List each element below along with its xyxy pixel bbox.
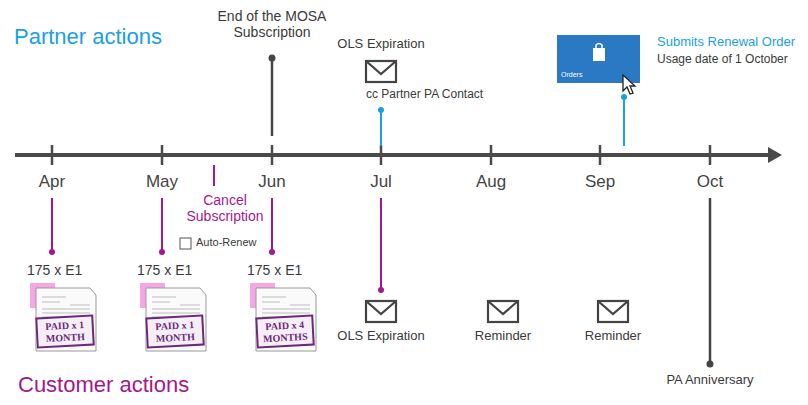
stamp-text: PAID x 1 MONTH bbox=[40, 319, 89, 344]
quantity-label: 175 x E1 bbox=[27, 262, 82, 278]
section-heading: Partner actions bbox=[14, 24, 162, 49]
quantity-label: 175 x E1 bbox=[247, 262, 302, 278]
email-label: OLS Expiration bbox=[337, 329, 424, 344]
month-label: Jun bbox=[258, 172, 285, 192]
tile-caption: Orders bbox=[561, 71, 582, 78]
orders-tile: Orders bbox=[557, 35, 640, 83]
action-note: Usage date of 1 October bbox=[657, 53, 788, 67]
stamp-text: PAID x 1 MONTH bbox=[150, 319, 199, 344]
section-heading: Customer actions bbox=[18, 372, 189, 397]
email-label: OLS Expiration bbox=[337, 37, 424, 52]
paid-stamp: PAID x 4 MONTHS bbox=[255, 315, 315, 349]
checkbox-label: Auto-Renew bbox=[196, 236, 257, 249]
email-note: cc Partner PA Contact bbox=[366, 88, 483, 102]
event-label: Cancel Subscription bbox=[175, 192, 275, 224]
month-label: Apr bbox=[39, 172, 65, 192]
paid-stamp: PAID x 1 MONTH bbox=[145, 315, 205, 349]
stamp-text: PAID x 4 MONTHS bbox=[260, 319, 309, 344]
month-label: Sep bbox=[585, 172, 615, 192]
email-label: Reminder bbox=[475, 329, 531, 344]
quantity-label: 175 x E1 bbox=[137, 262, 192, 278]
event-label: PA Anniversary bbox=[666, 373, 753, 388]
month-label: Oct bbox=[697, 172, 723, 192]
month-label: Aug bbox=[476, 172, 506, 192]
action-label: Submits Renewal Order bbox=[657, 35, 795, 50]
event-label: End of the MOSA Subscription bbox=[202, 8, 342, 40]
month-label: May bbox=[146, 172, 178, 192]
bag-icon bbox=[557, 35, 657, 95]
email-label: Reminder bbox=[585, 329, 641, 344]
paid-stamp: PAID x 1 MONTH bbox=[35, 315, 95, 349]
month-label: Jul bbox=[370, 172, 392, 192]
